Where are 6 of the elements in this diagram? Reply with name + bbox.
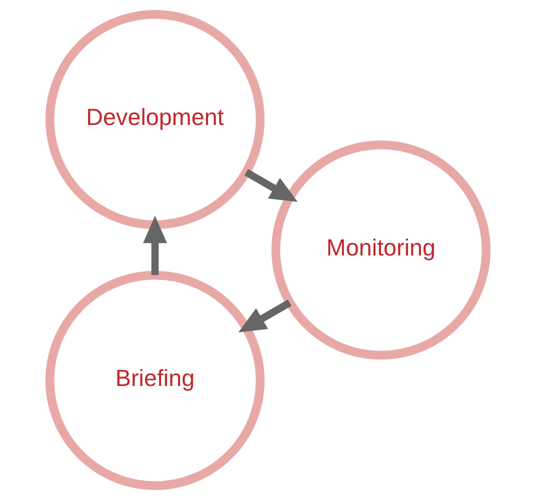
arrow bbox=[143, 216, 167, 276]
node-circle: Monitoring bbox=[271, 140, 491, 360]
arrow bbox=[244, 169, 298, 202]
node-circle: Briefing bbox=[45, 270, 265, 490]
node-circle: Development bbox=[45, 10, 265, 230]
arrow bbox=[238, 300, 292, 332]
